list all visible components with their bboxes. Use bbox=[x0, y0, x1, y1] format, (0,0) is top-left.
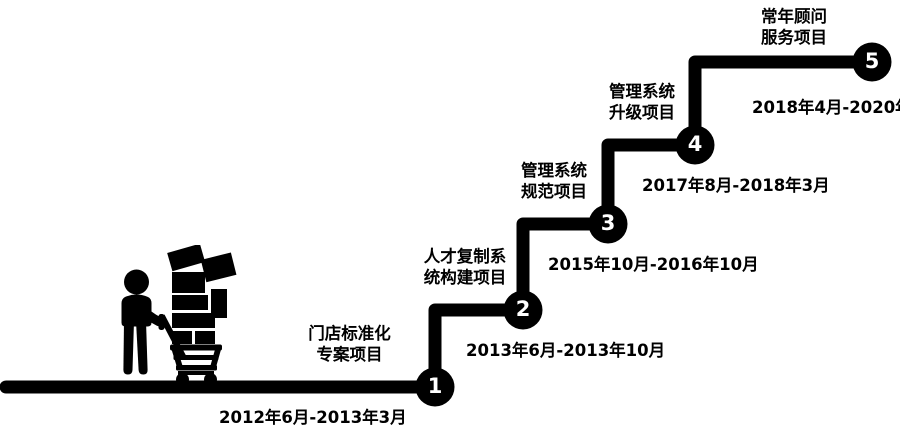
step-2-date: 2013年6月-2013年10月 bbox=[466, 341, 666, 360]
person-pushing-shopping-cart-with-boxes-icon bbox=[121, 245, 237, 386]
segment-4-to-5 bbox=[688, 55, 879, 152]
step-1-date: 2012年6月-2013年3月 bbox=[219, 408, 407, 427]
step-4-title: 管理系统 升级项目 bbox=[609, 82, 675, 122]
step-5-title: 常年顾问 服务项目 bbox=[761, 7, 827, 47]
step-node-4-circle bbox=[675, 125, 715, 165]
step-node-1-circle bbox=[415, 367, 455, 407]
step-node-5-number: 5 bbox=[864, 49, 880, 73]
step-1-title: 门店标准化 专案项目 bbox=[308, 324, 391, 364]
step-node-4-number: 4 bbox=[687, 132, 703, 156]
step-5-date: 2018年4月-2020年 bbox=[752, 98, 900, 117]
segment-2-to-3 bbox=[516, 217, 615, 317]
step-node-2-number: 2 bbox=[515, 297, 531, 321]
segment-3-to-4 bbox=[601, 138, 702, 231]
step-node-3-number: 3 bbox=[600, 211, 616, 235]
step-node-1-number: 1 bbox=[427, 374, 443, 398]
step-node-2-circle bbox=[503, 290, 543, 330]
step-node-5-circle bbox=[852, 42, 892, 82]
step-node-3-circle bbox=[588, 204, 628, 244]
step-3-title: 管理系统 规范项目 bbox=[521, 161, 587, 201]
step-3-date: 2015年10月-2016年10月 bbox=[548, 255, 759, 274]
segment-1-to-2 bbox=[428, 303, 530, 394]
step-4-date: 2017年8月-2018年3月 bbox=[642, 176, 830, 195]
step-2-title: 人才复制系 统构建项目 bbox=[423, 247, 507, 287]
